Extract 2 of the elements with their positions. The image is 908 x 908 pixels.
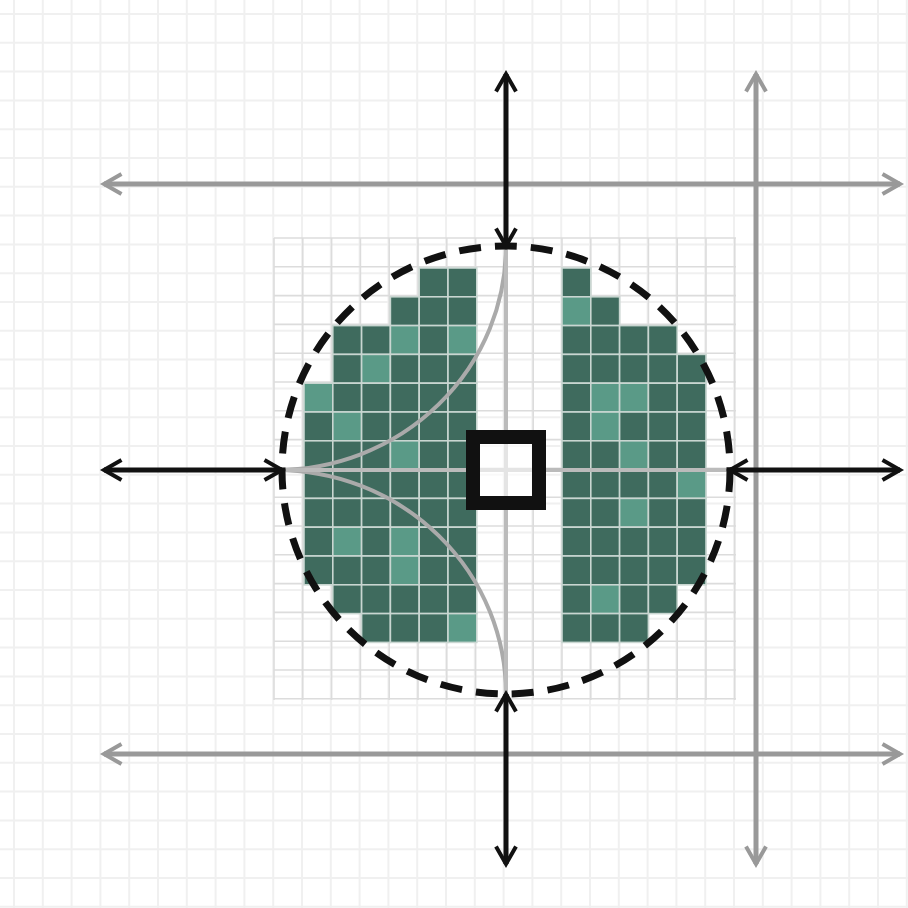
- dashed-circle: [282, 246, 730, 694]
- center-square: [466, 430, 546, 510]
